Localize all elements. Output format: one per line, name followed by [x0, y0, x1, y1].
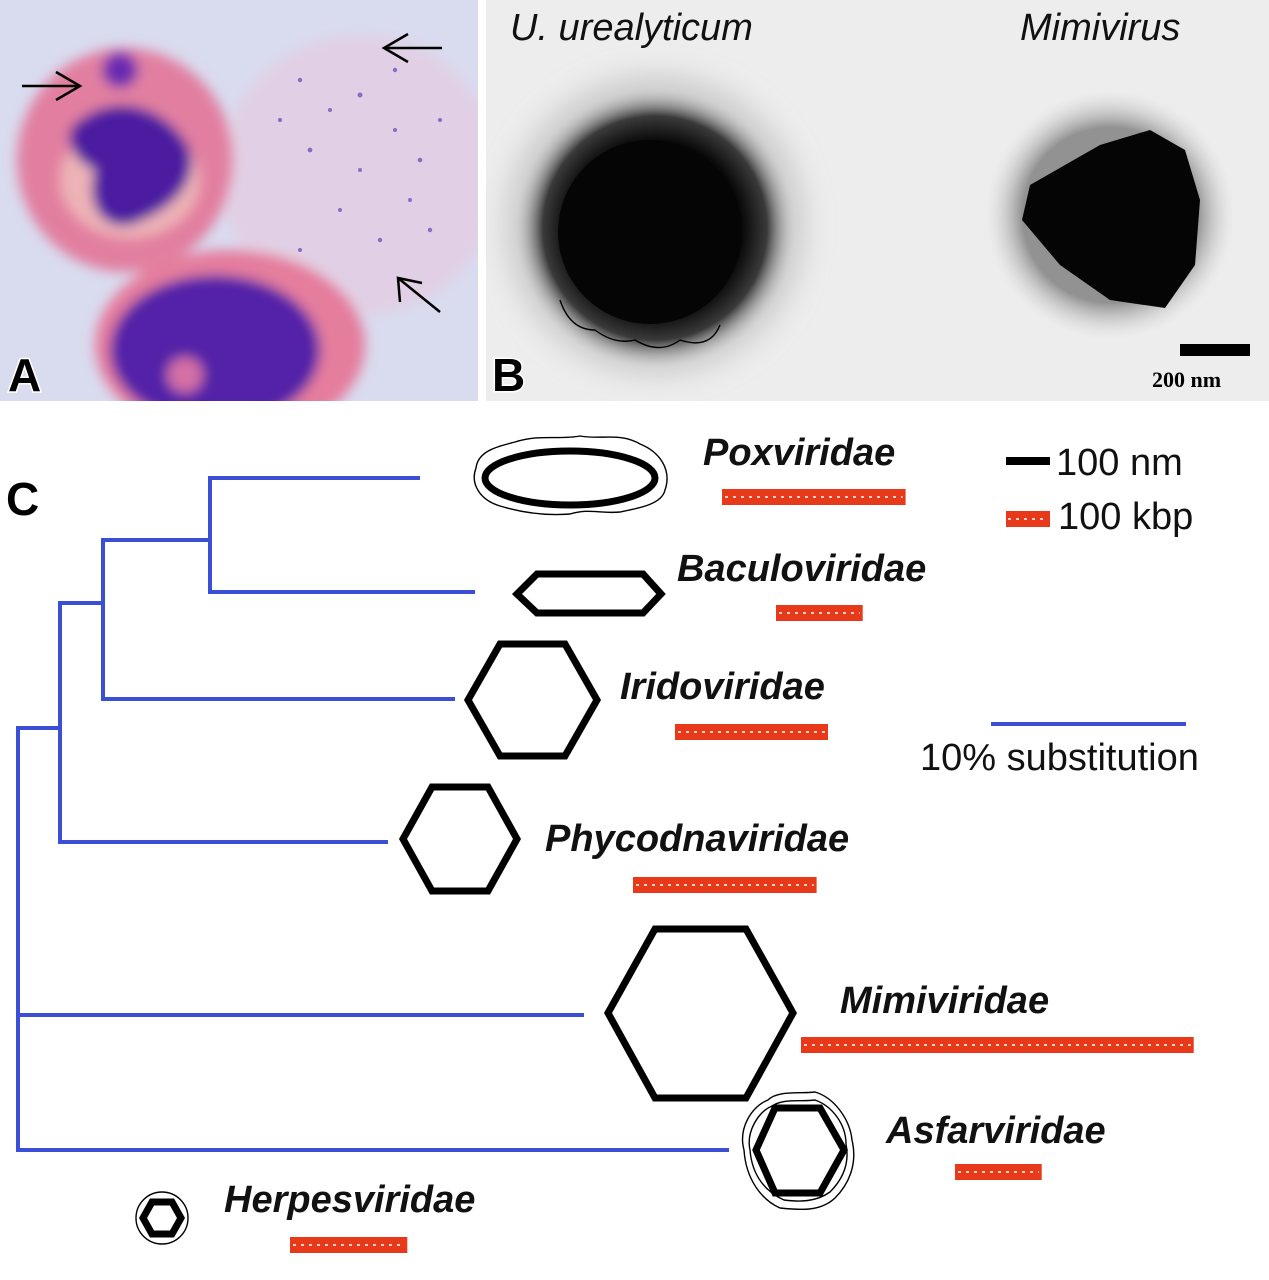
arrow-icon: [396, 276, 441, 313]
legend-size-label: 100 nm: [1056, 442, 1183, 484]
legend-genome-label: 100 kbp: [1058, 496, 1193, 538]
label-iridoviridae: Iridoviridae: [620, 666, 825, 708]
label-mimiviridae: Mimiviridae: [840, 980, 1049, 1022]
legend-branch-label: 10% substitution: [920, 737, 1199, 779]
baculoviridae-virion-icon: [511, 570, 666, 617]
phylogenetic-tree: [16, 476, 729, 1152]
panel-a-micrograph: [0, 0, 478, 401]
arrow-icon: [381, 32, 442, 64]
poxviridae-virion-icon: [473, 435, 668, 516]
arrow-icon: [22, 70, 83, 102]
genome-bar-herpesviridae: [290, 1237, 408, 1253]
panel-letter-a: A: [8, 349, 41, 401]
asfarviridae-virion-icon: [742, 1091, 855, 1211]
legend-size-bar: [1006, 457, 1050, 465]
label-u-urealyticum: U. urealyticum: [510, 7, 753, 49]
legend-genome-bar: [1006, 511, 1050, 527]
label-phycodnaviridae: Phycodnaviridae: [545, 818, 849, 860]
mimivirus-particle: [985, 90, 1235, 340]
ureaplasma-cell: [515, 88, 795, 368]
label-asfarviridae: Asfarviridae: [885, 1110, 1106, 1152]
iridoviridae-virion-icon: [463, 640, 602, 760]
herpesviridae-virion-icon: [135, 1191, 189, 1245]
mimiviridae-virion-icon: [603, 925, 798, 1102]
legend: 100 nm 100 kbp 10% substitution: [920, 442, 1199, 779]
label-herpesviridae: Herpesviridae: [224, 1179, 475, 1221]
scale-bar: [1180, 344, 1250, 356]
panel-letter-c: C: [6, 473, 39, 525]
phycodnaviridae-virion-icon: [398, 783, 522, 895]
label-mimivirus: Mimivirus: [1020, 7, 1180, 49]
panel-letter-b: B: [492, 349, 525, 401]
scale-bar-label: 200 nm: [1152, 367, 1221, 392]
label-poxviridae: Poxviridae: [703, 432, 895, 474]
label-baculoviridae: Baculoviridae: [677, 548, 926, 590]
panel-b-micrograph: [486, 0, 1269, 401]
genome-bars: [290, 489, 1194, 1253]
